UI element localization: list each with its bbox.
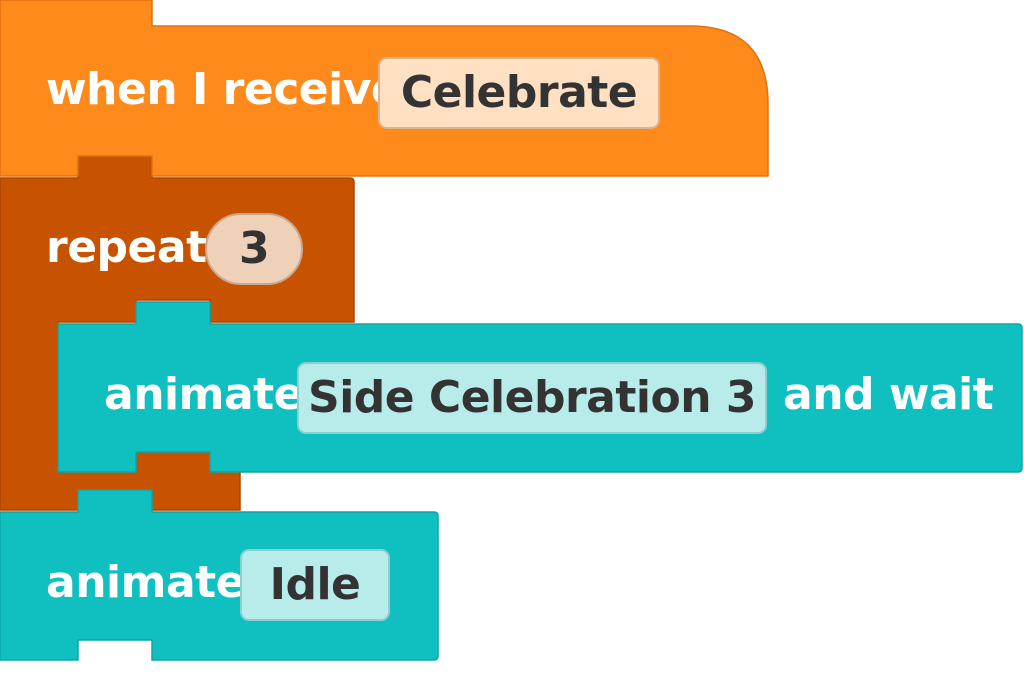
animate-label: animate <box>104 369 304 420</box>
animation-dropdown[interactable]: Idle <box>240 549 390 621</box>
and-wait-label: and wait <box>783 369 994 420</box>
animation-dropdown[interactable]: Side Celebration 3 <box>297 362 767 434</box>
repeat-label: repeat <box>46 222 207 273</box>
animate-label: animate <box>46 557 246 608</box>
repeat-count-input[interactable]: 3 <box>205 213 303 285</box>
message-dropdown[interactable]: Celebrate <box>378 57 660 129</box>
when-i-receive-label: when I receive <box>46 64 401 115</box>
